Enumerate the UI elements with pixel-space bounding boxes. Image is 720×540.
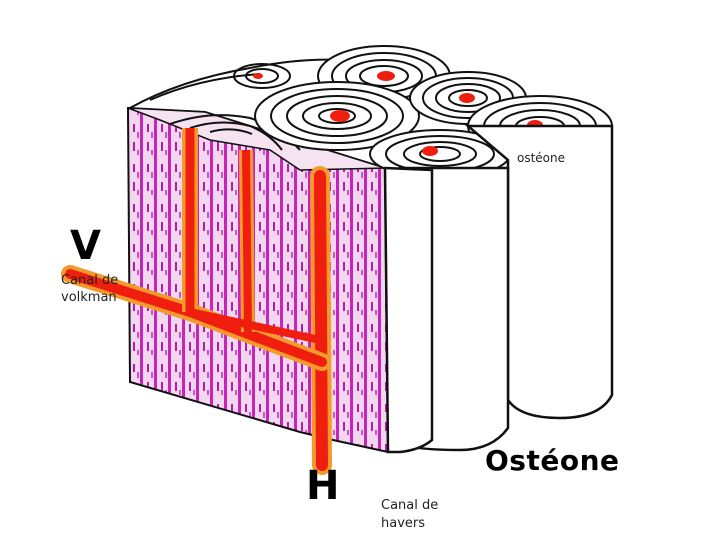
branch-canals — [182, 128, 321, 344]
volkmann-letter: V — [70, 223, 101, 269]
osteon-cylinders — [383, 124, 614, 454]
lamellae-block — [126, 106, 390, 454]
havers-letter: H — [306, 463, 340, 509]
cylinder-edges — [431, 160, 509, 440]
osteon-small-label: ostéone — [517, 151, 566, 165]
haversian-canal — [310, 166, 332, 475]
top-canal-dot — [253, 73, 263, 79]
top-lamellae-swirls — [129, 58, 341, 151]
volkmann-caption: Canal de volkman — [61, 273, 119, 305]
osteon-title: Ostéone — [485, 444, 620, 477]
havers-caption: Canal de havers — [381, 498, 439, 531]
